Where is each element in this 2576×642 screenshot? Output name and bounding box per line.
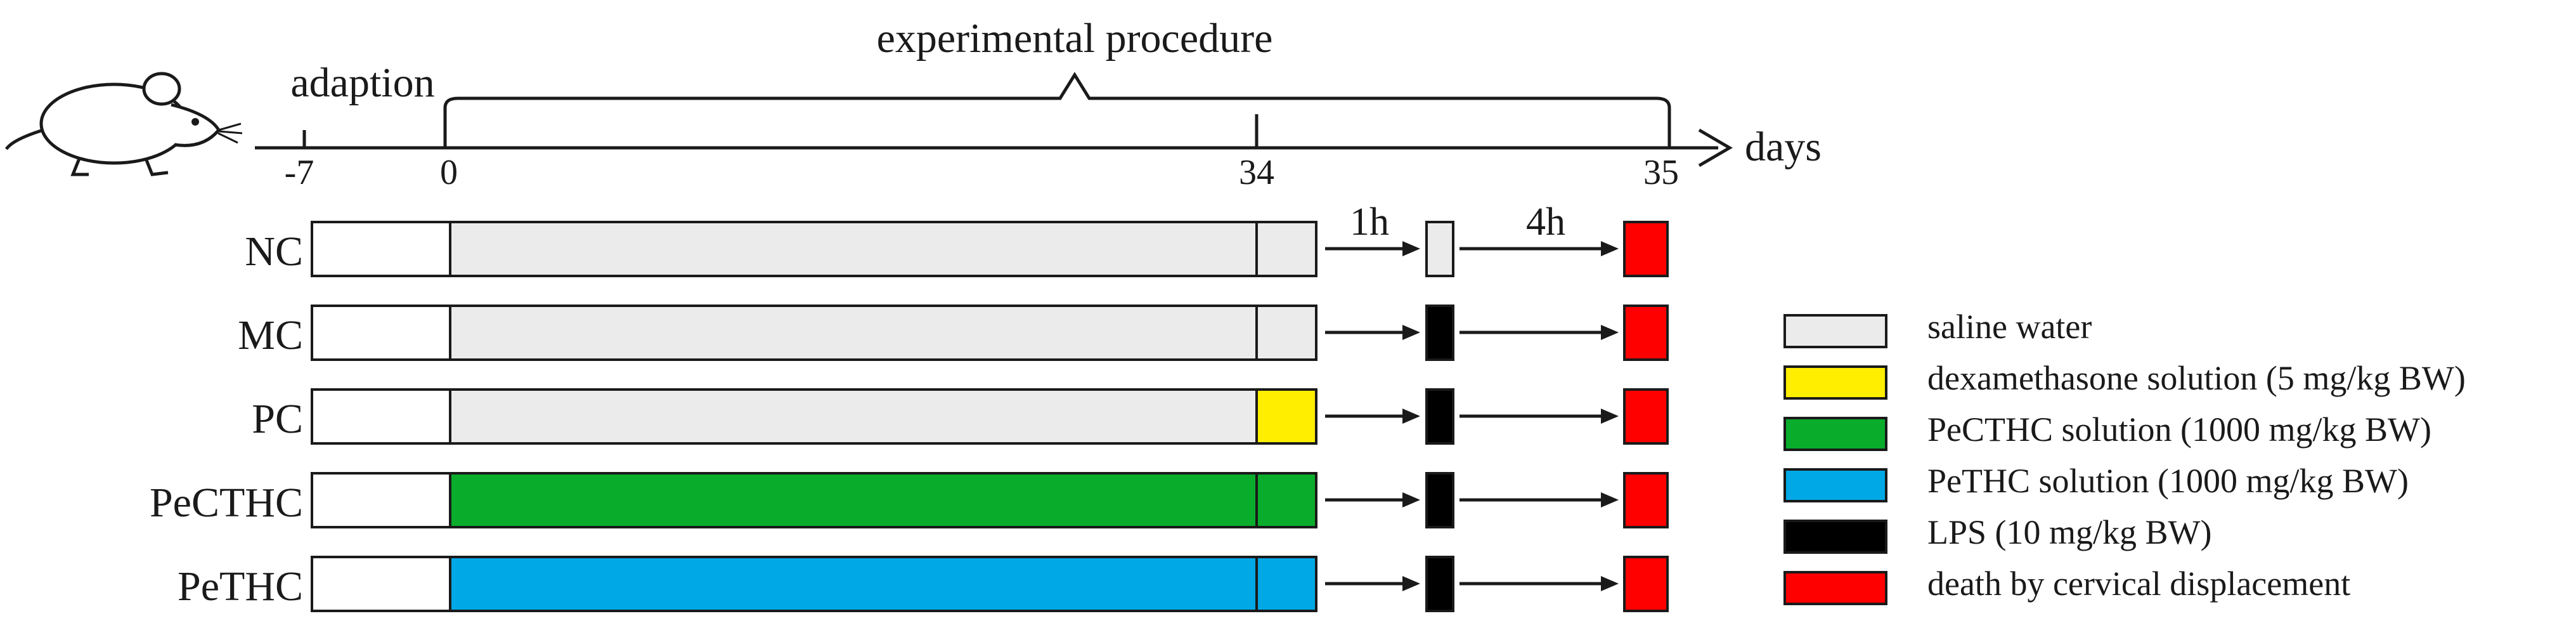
axis-arrowhead <box>1698 128 1733 167</box>
legend-label: dexamethasone solution (5 mg/kg BW) <box>1927 359 2466 397</box>
adaption-bar <box>311 556 451 612</box>
legend-label: saline water <box>1927 308 2092 346</box>
legend-swatch <box>1783 571 1887 605</box>
treatment-bar <box>449 472 1258 528</box>
death-box <box>1623 305 1669 361</box>
legend-swatch <box>1783 520 1887 554</box>
arrowhead <box>1601 325 1619 340</box>
mouse-icon <box>4 72 243 176</box>
procedure-brace <box>443 72 1671 122</box>
group-label: PeCTHC <box>150 480 303 526</box>
arrowhead <box>1402 576 1420 591</box>
legend-label: PeCTHC solution (1000 mg/kg BW) <box>1927 410 2431 449</box>
treatment-bar <box>449 556 1258 612</box>
arrowhead <box>1601 241 1619 256</box>
arrowhead <box>1601 409 1619 424</box>
legend-label: PeTHC solution (1000 mg/kg BW) <box>1927 462 2409 500</box>
final-day-bar <box>1255 221 1317 277</box>
legend-swatch <box>1783 314 1887 348</box>
death-box <box>1623 556 1669 612</box>
adaption-bar <box>311 305 451 361</box>
interval-4h: 4h <box>1526 200 1565 244</box>
arrowhead <box>1402 409 1420 424</box>
injection-lps <box>1425 388 1454 445</box>
legend-swatch <box>1783 365 1887 400</box>
injection-lps <box>1425 556 1454 612</box>
final-day-bar <box>1255 472 1317 528</box>
adaption-label: adaption <box>290 60 434 106</box>
group-label: NC <box>245 228 303 275</box>
death-box <box>1623 388 1669 445</box>
tick-label: 0 <box>440 153 458 192</box>
group-row-pecthc: PeCTHC <box>150 472 1669 528</box>
legend-label: death by cervical displacement <box>1927 565 2350 603</box>
arrowhead <box>1601 576 1619 591</box>
adaption-bar <box>311 388 451 445</box>
treatment-bar <box>449 221 1258 277</box>
axis-label-days: days <box>1745 124 1822 170</box>
group-row-pc: PC <box>252 388 1669 445</box>
injection-lps <box>1425 305 1454 361</box>
interval-1h: 1h <box>1350 200 1389 244</box>
legend-label: LPS (10 mg/kg BW) <box>1927 513 2212 551</box>
tick-label: 34 <box>1239 153 1274 192</box>
timeline-title: experimental procedure <box>877 15 1273 62</box>
legend-swatch <box>1783 468 1887 502</box>
tick-label: -7 <box>285 153 314 192</box>
legend: saline water dexamethasone solution (5 m… <box>1783 308 2466 605</box>
group-row-nc: NC <box>245 221 1669 277</box>
injection-lps <box>1425 472 1454 528</box>
death-box <box>1623 221 1669 277</box>
arrowhead <box>1601 492 1619 508</box>
adaption-bar <box>311 472 451 528</box>
arrowhead <box>1402 492 1420 508</box>
injection-saline <box>1425 221 1454 277</box>
adaption-bar <box>311 221 451 277</box>
group-row-mc: MC <box>238 305 1669 361</box>
treatment-bar <box>449 388 1258 445</box>
final-day-bar <box>1255 556 1317 612</box>
group-label: PeTHC <box>178 563 303 610</box>
death-box <box>1623 472 1669 528</box>
tick-label: 35 <box>1643 153 1679 192</box>
group-label: MC <box>238 312 303 358</box>
treatment-bar <box>449 305 1258 361</box>
final-day-bar <box>1255 305 1317 361</box>
group-label: PC <box>252 396 303 442</box>
final-day-bar <box>1255 388 1317 445</box>
legend-swatch <box>1783 417 1887 451</box>
arrowhead <box>1402 325 1420 340</box>
arrowhead <box>1402 241 1420 256</box>
group-row-pethc: PeTHC <box>178 556 1669 612</box>
